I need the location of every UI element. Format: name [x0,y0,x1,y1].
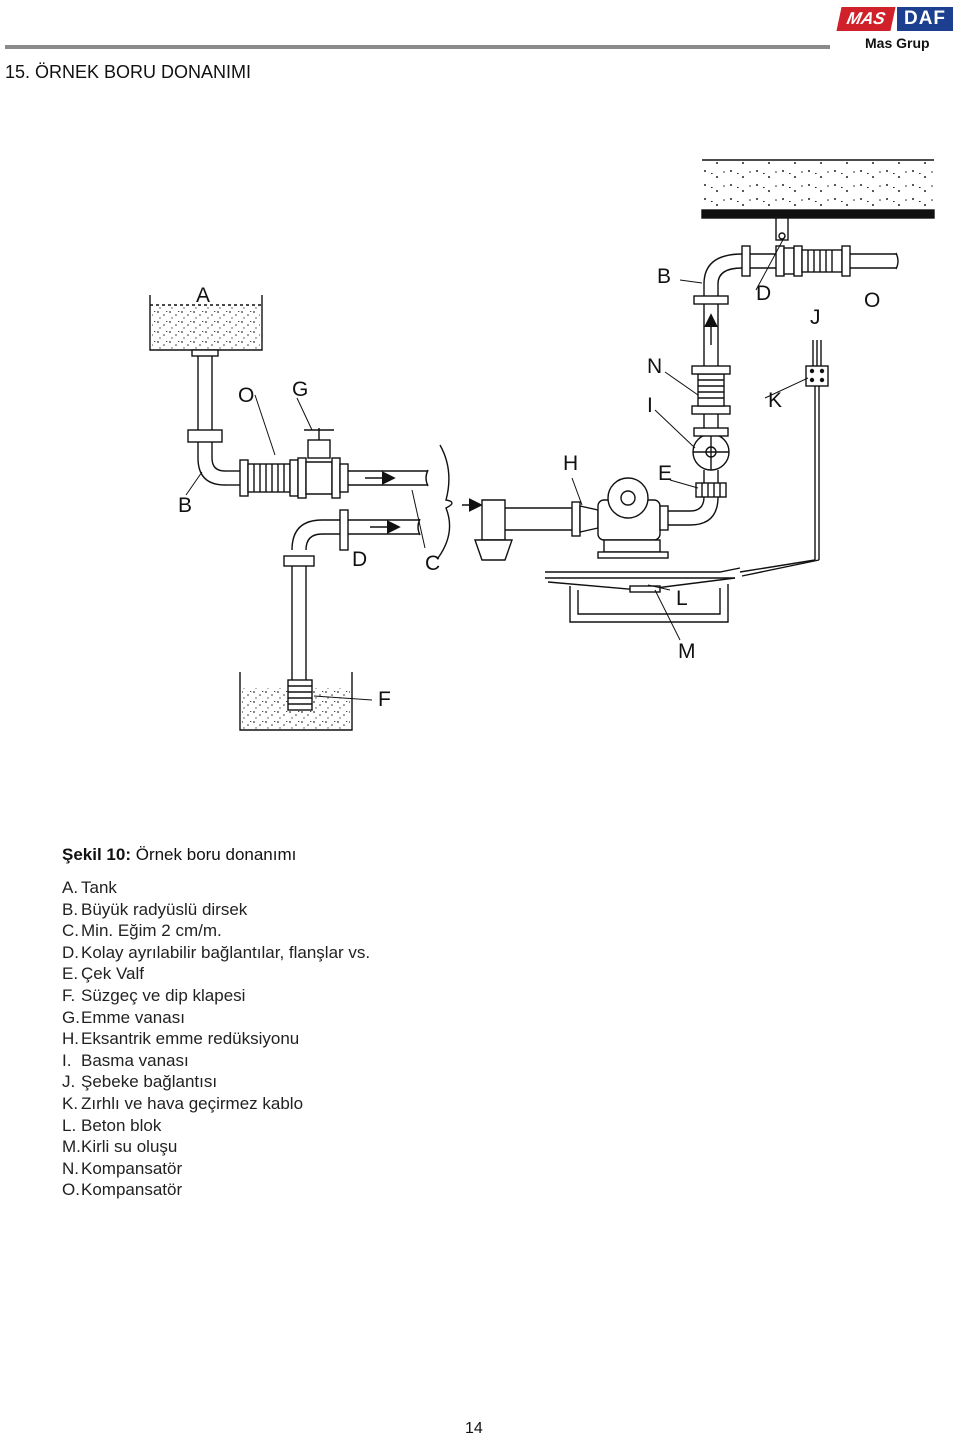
label-e: E [658,462,672,485]
suction-pipe-upper [348,469,429,487]
compensator-n [691,365,731,428]
logo-daf: DAF [897,7,953,31]
label-h: H [563,452,578,475]
logo-subtitle: Mas Grup [865,35,930,51]
legend-item: H.Eksantrik emme redüksiyonu [62,1029,300,1049]
legend-list: A.Tank B.Büyük radyüslü dirsek C.Min. Eğ… [62,877,370,1201]
legend-item: I.Basma vanası [62,1050,189,1070]
suction-valve-g [297,428,349,499]
label-i: I [647,394,653,417]
company-logo: MAS DAF Mas Grup [835,5,955,55]
pump-assembly [462,477,719,561]
legend-item: D.Kolay ayrılabilir bağlantılar, flanşla… [62,942,371,962]
check-valve-e [695,482,727,498]
legend-item: O.Kompansatör [62,1180,183,1200]
label-d-upper: D [756,282,771,305]
label-l: L [676,587,688,610]
label-o-left: O [238,384,254,407]
ceiling-slab [701,159,935,219]
figure-caption: Şekil 10: Örnek boru donanımı [62,845,296,865]
label-a: A [196,284,210,307]
discharge-valve-i [692,427,730,483]
legend-item: B.Büyük radyüslü dirsek [62,899,248,919]
concrete-block-l [545,567,741,623]
sump-f [239,672,353,731]
legend-item: A.Tank [62,878,117,897]
discharge-pipe [693,245,776,366]
label-m: M [678,640,696,663]
armored-cable-k [739,340,829,577]
legend-item: C.Min. Eğim 2 cm/m. [62,921,222,941]
compensator-o-right [775,217,899,277]
label-o-right: O [864,289,880,312]
legend-item: E.Çek Valf [62,964,144,984]
compensator-o-left [239,459,299,497]
label-n: N [647,355,662,378]
legend-item: J.Şebeke bağlantısı [62,1072,218,1092]
legend-item: F.Süzgeç ve dip klapesi [62,985,246,1005]
pipe-tank-a [187,349,240,486]
pipe-break [437,444,453,559]
piping-diagram: A B O G D C F H E I N B D J O K L M [149,159,935,731]
legend-item: L.Beton blok [62,1115,162,1135]
page-number: 14 [465,1420,483,1437]
legend-item: M.Kirli su oluşu [62,1137,178,1157]
caption-prefix: Şekil 10: [62,845,131,864]
label-k: K [768,389,782,412]
legend-item: K.Zırhlı ve hava geçirmez kablo [62,1093,304,1113]
caption-text: Örnek boru donanımı [131,845,297,864]
section-title: 15. ÖRNEK BORU DONANIMI [5,62,252,82]
label-b-right: B [657,265,671,288]
label-b-left: B [178,494,192,517]
label-f: F [378,688,391,711]
label-d-lower: D [352,548,367,571]
logo-mas: MAS [836,7,896,31]
legend-item: N.Kompansatör [62,1158,183,1178]
header-rule [5,45,830,49]
leader-lines [185,235,809,701]
suction-pipe-lower [283,509,421,680]
label-j: J [810,306,821,329]
legend-item: G.Emme vanası [62,1007,185,1027]
label-g: G [292,378,308,401]
label-c: C [425,552,440,575]
